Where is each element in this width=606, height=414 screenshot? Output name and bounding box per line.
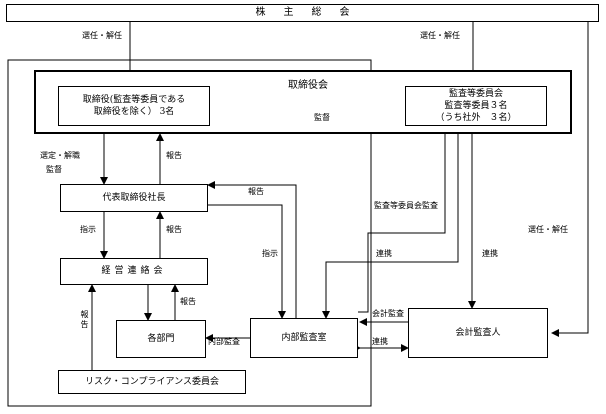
label-elect-dismiss-left: 選任・解任: [82, 31, 122, 40]
label-audit-committee-audit: 監査等委員会監査: [374, 201, 438, 210]
label-supervise-board: 監督: [314, 113, 330, 122]
label-elect-dismiss-right: 選任・解任: [528, 225, 568, 234]
label-internal-audit: 内部監査: [208, 337, 240, 346]
directors-line-1: 取締役(監査等委員である: [82, 94, 186, 105]
label-appoint-dismiss: 選定・解職: [40, 151, 80, 160]
arrow-shareholders-accounting-auditor: [551, 20, 589, 337]
management-council-box: 経営連絡会: [60, 258, 208, 285]
arrow-internal-audit-president: [207, 181, 297, 318]
label-instruct-president-council: 指示: [80, 225, 96, 234]
departments-box: 各部門: [116, 320, 206, 358]
label-report-audit-to-president: 報告: [248, 187, 264, 196]
label-report-compliance: 報告: [80, 310, 89, 330]
arrow-audit-committee-internal-audit: [322, 126, 459, 319]
compliance-committee-box: リスク・コンプライアンス委員会: [58, 370, 246, 394]
label-elect-dismiss-mid: 選任・解任: [420, 31, 460, 40]
label-cooperation-right: 連携: [482, 249, 498, 258]
audit-committee-line-1: 監査等委員会: [448, 88, 503, 99]
label-cooperation-left: 連携: [376, 249, 392, 258]
label-instruct-to-audit: 指示: [262, 249, 278, 258]
audit-committee-box: 監査等委員会 監査等委員３名 （うち社外 ３名）: [405, 86, 547, 126]
board-title: 取締役会: [288, 80, 328, 91]
internal-audit-box: 内部監査室: [250, 318, 358, 358]
directors-box: 取締役(監査等委員である 取締役を除く） 3名: [58, 86, 210, 126]
label-cooperation-bottom: 連携: [372, 337, 388, 346]
shareholders-meeting: 株主総会: [6, 4, 599, 22]
arrow-internal-audit-audit-committee: [358, 125, 449, 313]
label-accounting-audit: 会計監査: [372, 309, 404, 318]
audit-committee-line-2: 監査等委員３名: [444, 100, 508, 111]
label-audit-supervise: 監督: [46, 165, 62, 174]
president-box: 代表取締役社長: [60, 184, 208, 212]
arrow-president-internal-audit: [208, 204, 286, 319]
directors-line-2: 取締役を除く） 3名: [93, 107, 175, 117]
label-report-council-president: 報告: [166, 225, 182, 234]
label-report-president-board: 報告: [166, 151, 182, 160]
accounting-auditor-box: 会計監査人: [408, 308, 548, 358]
label-report-dept-council: 報告: [180, 297, 196, 306]
audit-committee-line-3: （うち社外 ３名）: [435, 113, 517, 124]
